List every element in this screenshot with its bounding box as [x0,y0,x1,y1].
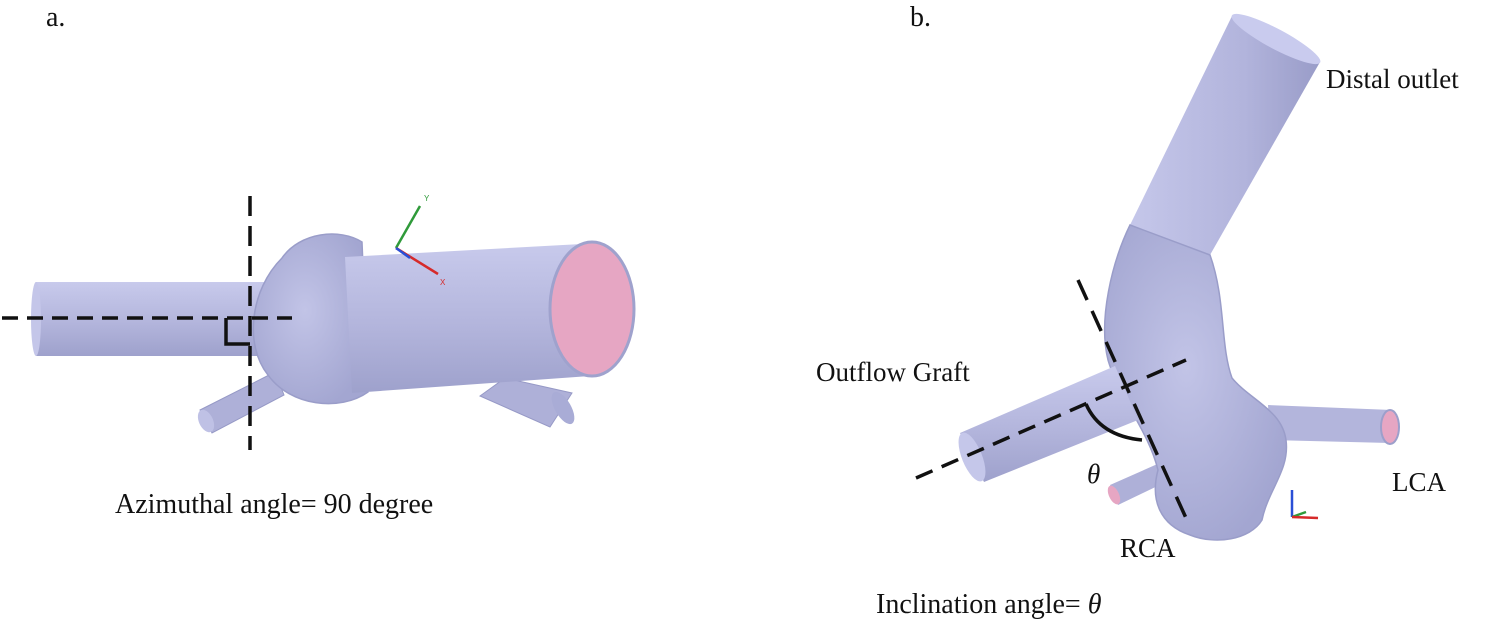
panel-b-lca-branch [1268,405,1392,443]
panel-b-aorta-body [1103,224,1288,541]
panel-b-guides [915,279,1188,519]
panel-b-model [958,13,1400,541]
outflow-graft-label: Outflow Graft [816,357,970,387]
panel-b-distal-tube [1130,16,1320,255]
panel-a-axis-triad: Y X [394,194,446,287]
panel-a-aortic-root [252,233,369,405]
panel-b-outflow-graft-tube [960,366,1138,482]
panel-b-caption-text: Inclination angle= [876,589,1088,620]
panel-a-caption: Azimuthal angle= 90 degree [115,489,434,520]
panel-b-distal-outlet-end [1231,13,1321,65]
panel-a-axis-y [394,205,422,249]
rca-label: RCA [1120,533,1176,563]
panel-a-guides [2,196,292,450]
lca-label: LCA [1392,467,1446,497]
panel-a-lower-left-branch-end [197,409,215,433]
panel-a-model [31,233,636,434]
panel-b-outflow-graft-end [958,432,986,482]
panel-b-letter: b. [910,2,931,33]
panel-a-letter: a. [46,2,66,33]
panel-a-lower-right-branch-end [551,391,575,425]
panel-b-axis-triad [1290,490,1319,520]
panel-b-graft-axis-dashed-line [915,358,1187,480]
panel-a-lumen [548,240,636,378]
panel-a-axis-z [395,246,411,260]
panel-b-rca-lumen [1107,485,1121,505]
panel-a-right-angle-marker [224,318,250,346]
panel-b-rca-branch [1110,462,1170,505]
distal-outlet-label: Distal outlet [1326,64,1459,94]
panel-a-main-tube [345,243,604,393]
panel-b-caption-theta: θ [1087,589,1102,620]
panel-a-lower-right-branch [478,377,573,428]
theta-label: θ [1087,459,1101,489]
panel-b-lca-lumen [1380,409,1400,445]
panel-b-root-axis-dashed-line [1076,279,1188,519]
panel-b-angle-arc [1084,403,1143,442]
panel-a-axis-y-label: Y [424,194,430,203]
panel-b-axis-x [1291,515,1319,520]
panel-a-axis-x-label: X [440,278,446,287]
panel-b-caption: Inclination angle= θ [876,589,1102,621]
